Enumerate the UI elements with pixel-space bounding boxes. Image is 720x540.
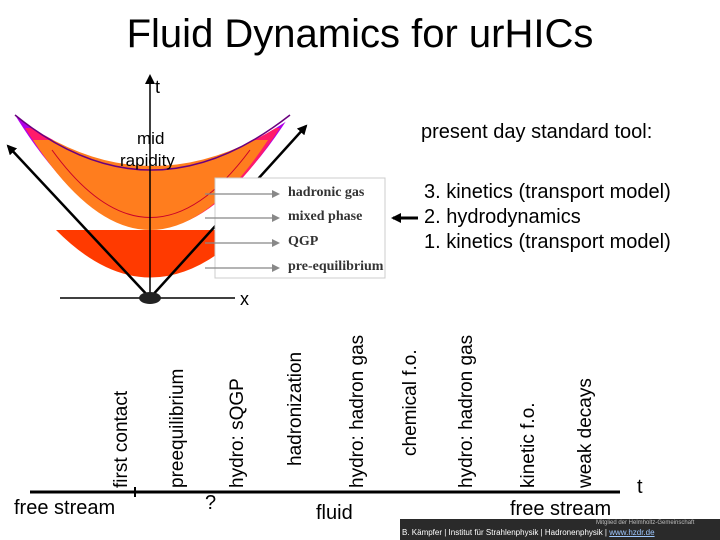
mid-rapidity-line1: mid — [137, 129, 165, 148]
question-mark-label: ? — [205, 492, 217, 514]
tool-item-1: 1. kinetics (transport model) — [424, 231, 671, 253]
footer-credit: B. Kämpfer | Institut für Strahlenphysik… — [402, 528, 655, 537]
footer-credit-text: B. Kämpfer | Institut für Strahlenphysik… — [402, 528, 610, 537]
legend-qgp: QGP — [288, 234, 319, 249]
mid-rapidity-label: mid — [137, 128, 164, 150]
band-pre-equilibrium — [56, 230, 246, 278]
legend-hadronic-gas: hadronic gas — [288, 185, 365, 200]
light-cone-left — [6, 144, 151, 299]
footer-banner — [400, 519, 720, 540]
stage-hadronization: hadronization — [285, 351, 306, 466]
stage-hydro-hadron-gas-1: hydro: hadron gas — [347, 334, 368, 488]
stage-preequilibrium: preequilibrium — [167, 368, 188, 488]
stage-kinetic-fo: kinetic f.o. — [518, 402, 539, 488]
hyperbola-outer — [14, 114, 291, 171]
legend-mixed-phase: mixed phase — [288, 209, 363, 224]
slide-title: Fluid Dynamics for urHICs — [126, 12, 594, 56]
legend-pre-equilibrium: pre-equilibrium — [288, 259, 384, 274]
stage-hydro-sqgp: hydro: sQGP — [227, 378, 248, 488]
collision-point — [139, 292, 161, 304]
footer-org: Mitglied der Helmholtz-Gemeinschaft — [596, 520, 695, 526]
t-axis-label: t — [155, 77, 161, 97]
standard-tool-list: 3. kinetics (transport model) 2. hydrody… — [424, 180, 671, 255]
mid-rapidity-line2: rapidity — [120, 151, 175, 170]
phase-legend-box — [214, 177, 386, 279]
fluid-label: fluid — [316, 502, 353, 524]
inner-white-area — [10, 80, 300, 166]
standard-tool-heading: present day standard tool: — [421, 121, 653, 143]
stage-weak-decays: weak decays — [575, 378, 596, 488]
tool-item-2: 2. hydrodynamics — [424, 206, 581, 228]
tool-item-3: 3. kinetics (transport model) — [424, 181, 671, 203]
free-stream-left-label: free stream — [14, 497, 116, 519]
x-axis-label: x — [240, 289, 249, 309]
footer-link[interactable]: www.hzdr.de — [609, 528, 655, 537]
free-stream-right-label: free stream — [510, 498, 612, 520]
stage-chemical-fo: chemical f.o. — [400, 349, 421, 456]
stage-first-contact: first contact — [111, 390, 132, 488]
timeline-t-label: t — [637, 476, 643, 498]
stage-hydro-hadron-gas-2: hydro: hadron gas — [456, 334, 477, 488]
